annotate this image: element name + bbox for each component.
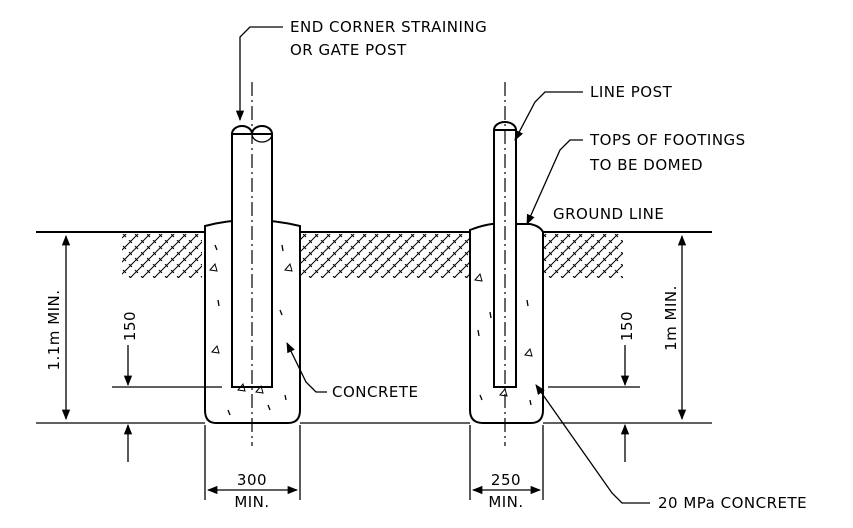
soil-hatch [122,234,623,278]
line-post-leader [514,91,583,141]
end-post-leader [235,26,283,122]
right-offset-label: 150 [618,311,636,341]
concrete-leader [286,342,327,393]
right-depth-label: 1m MIN. [662,285,680,351]
domed-label-line1: TOPS OF FOOTINGS [589,131,746,149]
mpa-leader [535,384,650,504]
mpa-concrete-label: 20 MPa CONCRETE [658,494,807,512]
left-aggregate [209,244,293,416]
right-width-dimension [469,425,544,500]
ground-lines [36,231,712,424]
ground-line-label: GROUND LINE [553,205,664,223]
right-aggregate [474,272,533,406]
domed-leader [526,139,583,225]
end-post-label-line2: OR GATE POST [290,41,407,59]
left-offset-label: 150 [121,311,139,341]
end-post-label-line1: END CORNER STRAINING [290,18,487,36]
left-depth-label: 1.1m MIN. [45,289,63,370]
left-offset-dimension [112,345,222,462]
right-width-min: MIN. [488,493,523,511]
right-offset-dimension [548,345,640,462]
domed-label-line2: TO BE DOMED [589,156,703,174]
left-width-value: 300 [237,471,267,489]
left-width-dimension [204,425,301,500]
line-post-label: LINE POST [590,83,673,101]
left-width-min: MIN. [234,493,269,511]
left-footing [204,82,301,446]
right-footing [469,82,544,446]
concrete-label: CONCRETE [332,383,419,401]
right-width-value: 250 [491,471,521,489]
